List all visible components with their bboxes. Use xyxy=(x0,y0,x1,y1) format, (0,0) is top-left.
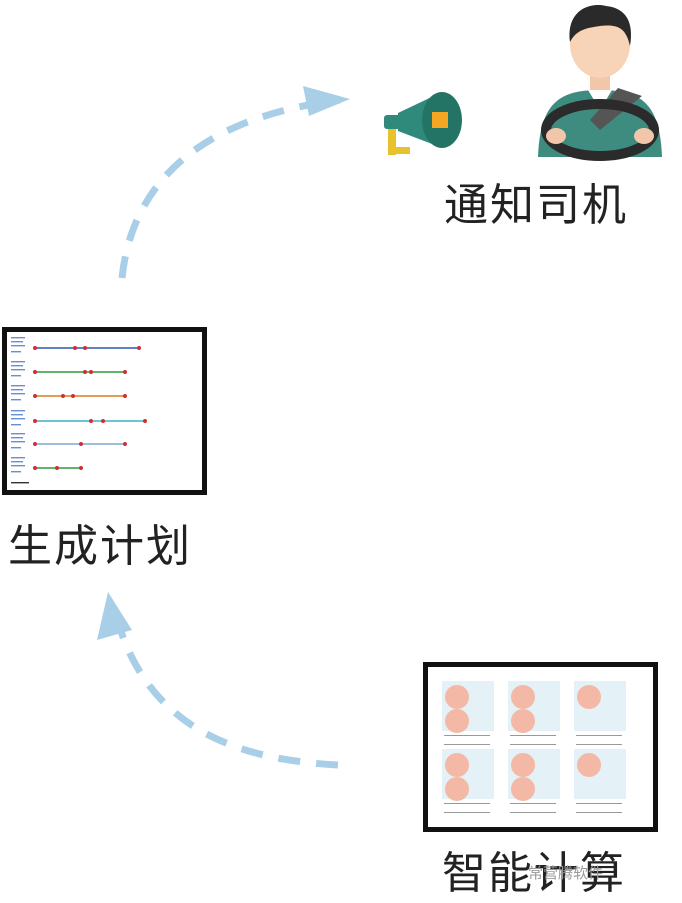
compute-thumbnail xyxy=(423,662,658,832)
card-caption-stub xyxy=(510,735,556,745)
result-bubble xyxy=(511,753,535,777)
result-bubble xyxy=(577,753,601,777)
plan-timeline-graphic xyxy=(11,337,147,484)
result-bubble xyxy=(511,685,535,709)
result-bubble xyxy=(511,709,535,733)
result-bubble xyxy=(511,777,535,801)
card-caption-stub xyxy=(444,803,490,813)
card-caption-stub xyxy=(576,735,622,745)
smart-compute-label: 智能计算 xyxy=(442,848,626,899)
result-bubble xyxy=(445,709,469,733)
generate-plan-label: 生成计划 xyxy=(8,521,192,572)
result-bubble xyxy=(577,685,601,709)
megaphone-icon xyxy=(384,92,462,155)
arrow-up-icon xyxy=(97,592,132,640)
card-caption-stub xyxy=(576,803,622,813)
result-bubble xyxy=(445,777,469,801)
driver-icon xyxy=(538,5,662,161)
card-caption-stub xyxy=(444,735,490,745)
watermark: 常营腾软件 xyxy=(528,864,604,882)
result-bubble xyxy=(445,685,469,709)
card-caption-stub xyxy=(510,803,556,813)
arrow-up-right-icon xyxy=(303,86,350,116)
notify-driver-label: 通知司机 xyxy=(444,180,628,231)
result-bubble xyxy=(445,753,469,777)
plan-thumbnail xyxy=(2,327,207,495)
